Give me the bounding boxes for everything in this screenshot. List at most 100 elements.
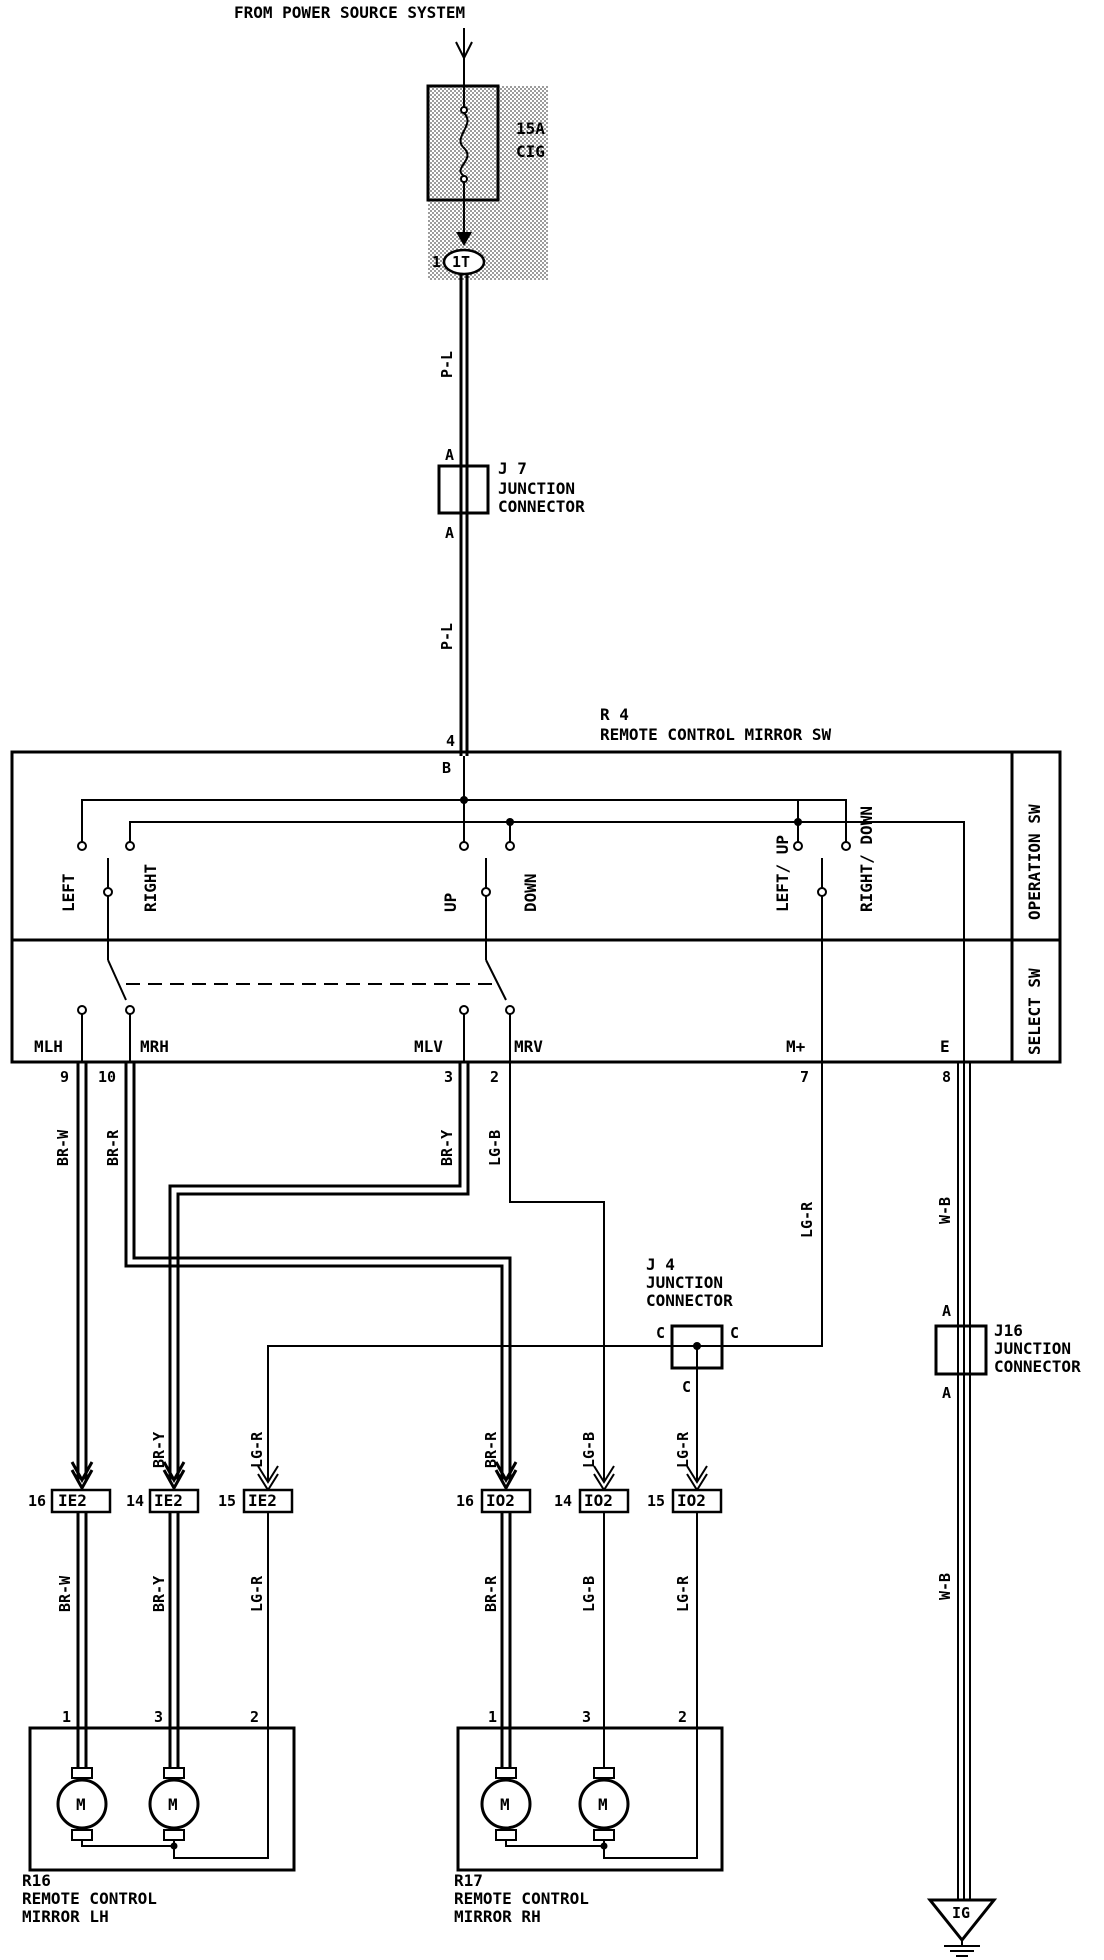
connector-ie2-15-name: IE2 [248, 1491, 277, 1510]
motor-lh-1 [56, 1778, 108, 1830]
connector-io2-15-pin: 15 [647, 1492, 665, 1510]
j16-id: J16 [994, 1321, 1023, 1340]
connector-ie2-14-name: IE2 [154, 1491, 183, 1510]
contact-right: RIGHT [141, 864, 160, 912]
j16-pin-top: A [942, 1302, 951, 1320]
contact-right-down: RIGHT/ DOWN [857, 806, 876, 912]
pin-m-plus: 7 [800, 1068, 809, 1086]
pin-e: 8 [942, 1068, 951, 1086]
motor-lh-2 [148, 1778, 200, 1830]
connector-io2-15: IO2 15 [647, 1488, 723, 1514]
wire-label-br-w: BR-W [54, 1129, 72, 1166]
wires-to-mirrors [76, 1512, 698, 1728]
terminal-mlh: MLH [34, 1037, 63, 1056]
mirror-rh-line1: REMOTE CONTROL [454, 1889, 589, 1908]
j4-line1: JUNCTION [646, 1273, 723, 1292]
connector-ie2-16-name: IE2 [58, 1491, 87, 1510]
connector-io2-15-name: IO2 [677, 1491, 706, 1510]
mirror-lh-line2: MIRROR LH [22, 1907, 109, 1926]
wire-br-y [162, 1062, 470, 1492]
connector-io2-14-name: IO2 [584, 1491, 613, 1510]
j16-line1: JUNCTION [994, 1339, 1071, 1358]
mirror-lh-line1: REMOTE CONTROL [22, 1889, 157, 1908]
j4-id: J 4 [646, 1255, 675, 1274]
j7-line2: CONNECTOR [498, 497, 585, 516]
wire-label-br-y-upper: BR-Y [150, 1432, 168, 1468]
connector-ie2-15: IE2 15 [218, 1488, 294, 1514]
j7-id: J 7 [498, 459, 527, 478]
wire-label-w-b-1: W-B [936, 1197, 954, 1224]
motor-rh-1-label: M [500, 1795, 510, 1814]
mirror-rh-id: R17 [454, 1871, 483, 1890]
contact-down: DOWN [521, 873, 540, 912]
mirror-rh-pin-1: 1 [488, 1708, 497, 1726]
terminal-e: E [940, 1037, 950, 1056]
mirror-rh-pin-2: 2 [678, 1708, 687, 1726]
motor-rh-1 [480, 1778, 532, 1830]
mirror-rh-circuit [495, 1728, 698, 1859]
wire-label-lg-b: LG-B [486, 1130, 504, 1166]
mirror-lh-pin-2: 2 [250, 1708, 259, 1726]
fuse-symbol [456, 58, 472, 246]
fuse-name: CIG [516, 142, 545, 161]
connector-ie2-16: IE2 16 [28, 1488, 112, 1514]
operation-sw-label: OPERATION SW [1025, 804, 1044, 920]
mirror-lh-circuit [71, 1728, 269, 1859]
select-sw-label: SELECT SW [1025, 968, 1044, 1055]
wire-label-br-r-lower: BR-R [482, 1575, 500, 1612]
j4-line2: CONNECTOR [646, 1291, 733, 1310]
wire-label-br-y-lower: BR-Y [150, 1576, 168, 1612]
operation-contacts [77, 841, 851, 897]
connector-io2-16: IO2 16 [456, 1488, 532, 1514]
j4-pin-bottom: C [682, 1378, 691, 1396]
motor-rh-2 [578, 1778, 630, 1830]
j16-box [934, 1324, 988, 1376]
wire-label-br-r: BR-R [104, 1129, 122, 1166]
connector-ie2-15-pin: 15 [218, 1492, 236, 1510]
connector-ie2-16-pin: 16 [28, 1492, 46, 1510]
j16-pin-bottom: A [942, 1384, 951, 1402]
wire-label-lg-r-lh-upper: LG-R [248, 1431, 266, 1468]
motor-lh-1-label: M [76, 1795, 86, 1814]
wire-label-power-1: P-L [438, 351, 456, 378]
pin-mrh: 10 [98, 1068, 116, 1086]
connector-io2-14: IO2 14 [554, 1488, 630, 1514]
wire-label-lg-r-rh-lower: LG-R [674, 1575, 692, 1612]
pin-mrv: 2 [490, 1068, 499, 1086]
j7-pin-top: A [445, 446, 454, 464]
connector-io2-14-pin: 14 [554, 1492, 572, 1510]
r4-name: REMOTE CONTROL MIRROR SW [600, 725, 832, 744]
connector-1t: 1 1T [432, 248, 486, 276]
r4-input-pin: 4 [446, 732, 455, 750]
wire-label-lg-r-lh-lower: LG-R [248, 1575, 266, 1612]
mirror-lh-id: R16 [22, 1871, 51, 1890]
mirror-lh-pin-3: 3 [154, 1708, 163, 1726]
operation-sw-bus [81, 756, 965, 1062]
motor-lh-2-label: M [168, 1795, 178, 1814]
wire-label-lg-b-upper: LG-B [580, 1432, 598, 1468]
contact-left: LEFT [59, 873, 78, 912]
power-source-label: FROM POWER SOURCE SYSTEM [234, 3, 465, 22]
mirror-rh-box [456, 1726, 724, 1872]
r4-switch-box [10, 750, 1062, 1064]
contact-up: UP [441, 893, 460, 912]
connector-ie2-14: IE2 14 [126, 1488, 200, 1514]
wire-lg-r [257, 1062, 823, 1492]
contact-left-up: LEFT/ UP [773, 835, 792, 912]
j7-line1: JUNCTION [498, 479, 575, 498]
wire-label-lg-r: LG-R [798, 1201, 816, 1238]
wire-w-b [957, 1062, 971, 1920]
wire-label-power-2: P-L [438, 623, 456, 650]
wire-label-lg-b-lower: LG-B [580, 1576, 598, 1612]
wire-power [459, 274, 469, 756]
fuse-pin: 1 [432, 253, 441, 271]
pin-mlh: 9 [60, 1068, 69, 1086]
connector-ie2-14-pin: 14 [126, 1492, 144, 1510]
ground-symbol [926, 1898, 998, 1957]
r4-input-terminal: B [442, 759, 451, 777]
wire-label-br-w-lower: BR-W [56, 1575, 74, 1612]
j4-pin-left: C [656, 1324, 665, 1342]
select-sw-contacts [77, 896, 823, 1062]
j7-pin-bottom: A [445, 524, 454, 542]
